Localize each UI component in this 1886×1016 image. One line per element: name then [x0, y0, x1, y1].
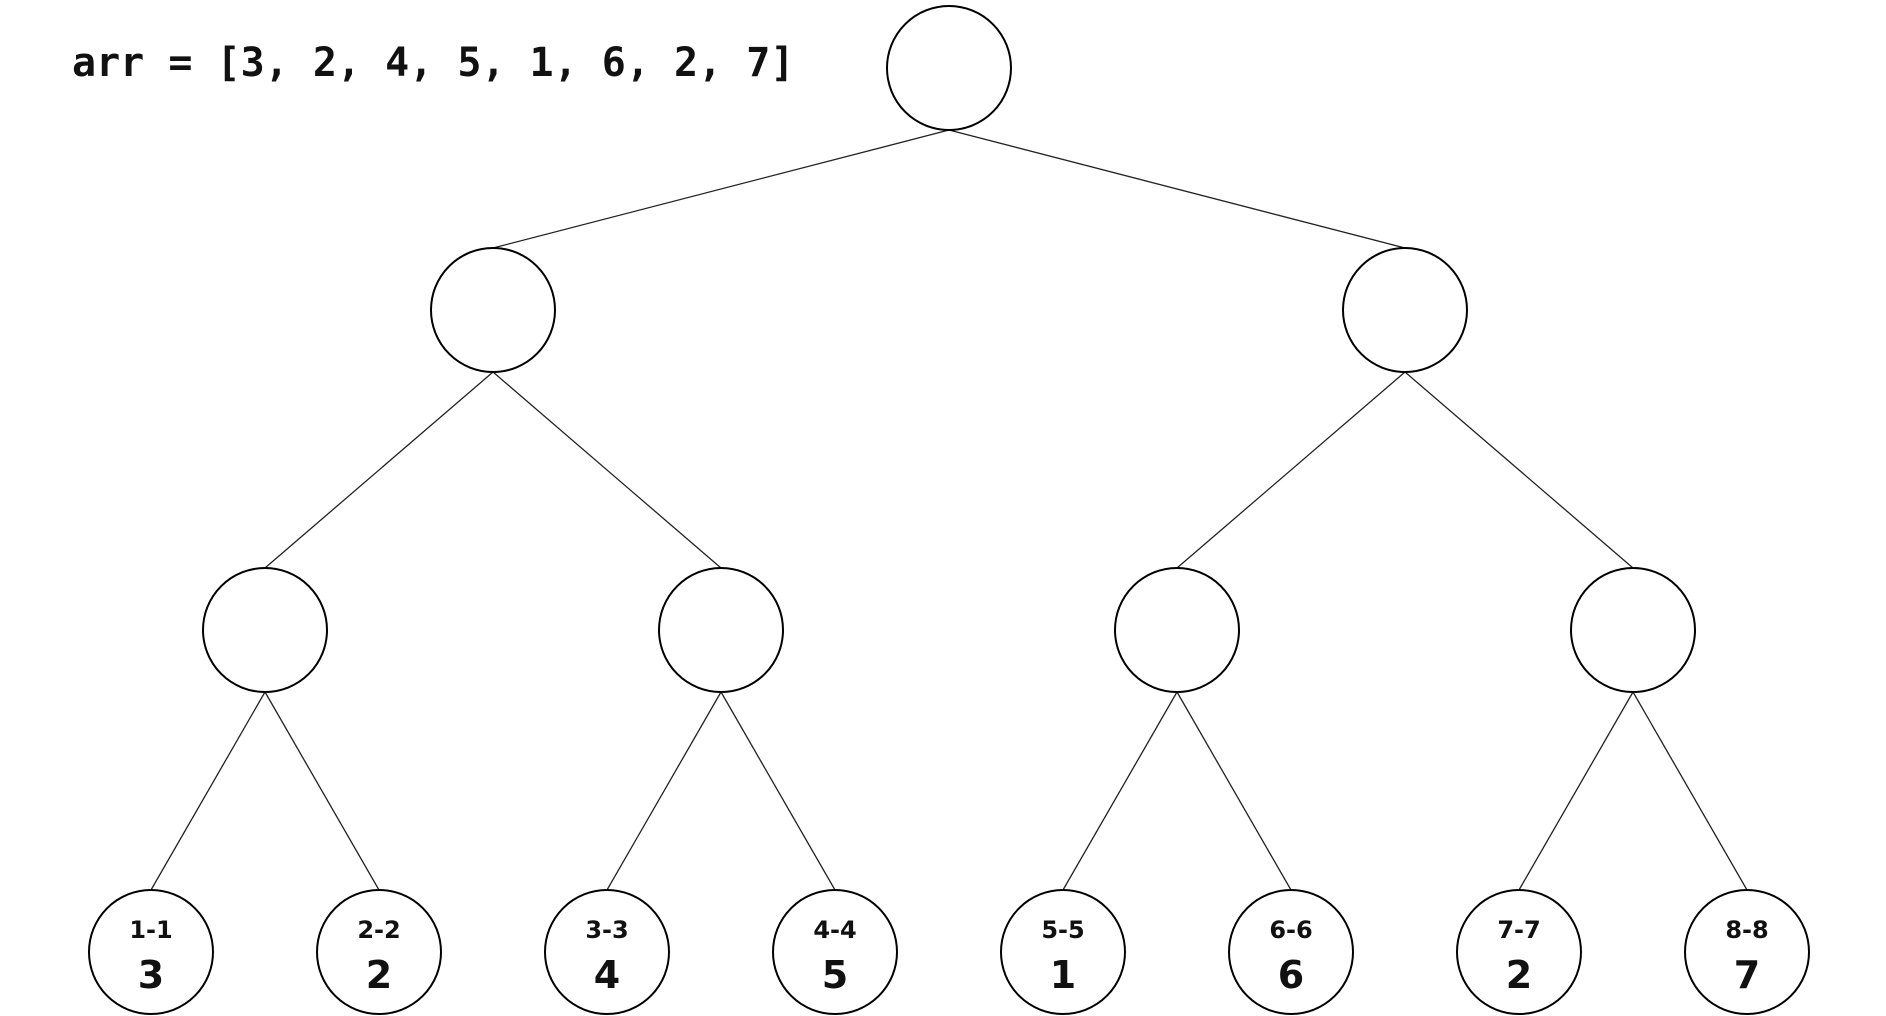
node-circle	[430, 247, 556, 373]
tree-node	[430, 247, 556, 373]
tree-edge	[1518, 691, 1634, 891]
node-circle	[1228, 889, 1354, 1015]
tree-edge	[1176, 371, 1406, 569]
node-value-label: 5	[822, 953, 848, 997]
node-range-label: 5-5	[1041, 916, 1084, 944]
node-value-label: 1	[1050, 953, 1076, 997]
tree-node: 6-66	[1228, 889, 1354, 1015]
tree-node: 5-51	[1000, 889, 1126, 1015]
node-range-label: 8-8	[1725, 916, 1768, 944]
tree-node: 8-87	[1684, 889, 1810, 1015]
tree-edge	[948, 129, 1406, 249]
node-value-label: 7	[1734, 953, 1760, 997]
tree-node: 3-34	[544, 889, 670, 1015]
node-range-label: 2-2	[357, 916, 400, 944]
node-circle	[1342, 247, 1468, 373]
tree-node	[1342, 247, 1468, 373]
node-range-label: 7-7	[1497, 916, 1540, 944]
tree-node	[658, 567, 784, 693]
tree-node: 1-13	[88, 889, 214, 1015]
tree-edge	[606, 691, 722, 891]
array-caption: arr = [3, 2, 4, 5, 1, 6, 2, 7]	[72, 40, 794, 86]
node-range-label: 6-6	[1269, 916, 1312, 944]
tree-node	[1114, 567, 1240, 693]
tree-node: 7-72	[1456, 889, 1582, 1015]
node-circle	[772, 889, 898, 1015]
node-circle	[886, 5, 1012, 131]
tree-edge	[150, 691, 266, 891]
tree-edge	[264, 371, 494, 569]
tree-node: 2-22	[316, 889, 442, 1015]
tree-node	[886, 5, 1012, 131]
node-value-label: 3	[138, 953, 164, 997]
tree-edges	[150, 129, 1748, 891]
tree-edge	[1404, 371, 1634, 569]
tree-edge	[1176, 691, 1292, 891]
node-value-label: 2	[366, 953, 392, 997]
tree-node: 4-45	[772, 889, 898, 1015]
node-value-label: 4	[594, 953, 620, 997]
tree-edge	[720, 691, 836, 891]
node-range-label: 4-4	[813, 916, 856, 944]
node-range-label: 1-1	[129, 916, 172, 944]
tree-edge	[1632, 691, 1748, 891]
tree-node	[202, 567, 328, 693]
node-circle	[1684, 889, 1810, 1015]
tree-edge	[1062, 691, 1178, 891]
node-circle	[544, 889, 670, 1015]
node-circle	[316, 889, 442, 1015]
node-circle	[1570, 567, 1696, 693]
node-circle	[202, 567, 328, 693]
node-circle	[658, 567, 784, 693]
node-circle	[1000, 889, 1126, 1015]
tree-edge	[492, 129, 950, 249]
node-circle	[88, 889, 214, 1015]
node-value-label: 6	[1278, 953, 1304, 997]
node-circle	[1456, 889, 1582, 1015]
tree-nodes: 1-132-223-344-455-516-667-728-87	[88, 5, 1810, 1015]
tree-node	[1570, 567, 1696, 693]
node-circle	[1114, 567, 1240, 693]
tree-edge	[492, 371, 722, 569]
tree-edge	[264, 691, 380, 891]
node-value-label: 2	[1506, 953, 1532, 997]
node-range-label: 3-3	[585, 916, 628, 944]
